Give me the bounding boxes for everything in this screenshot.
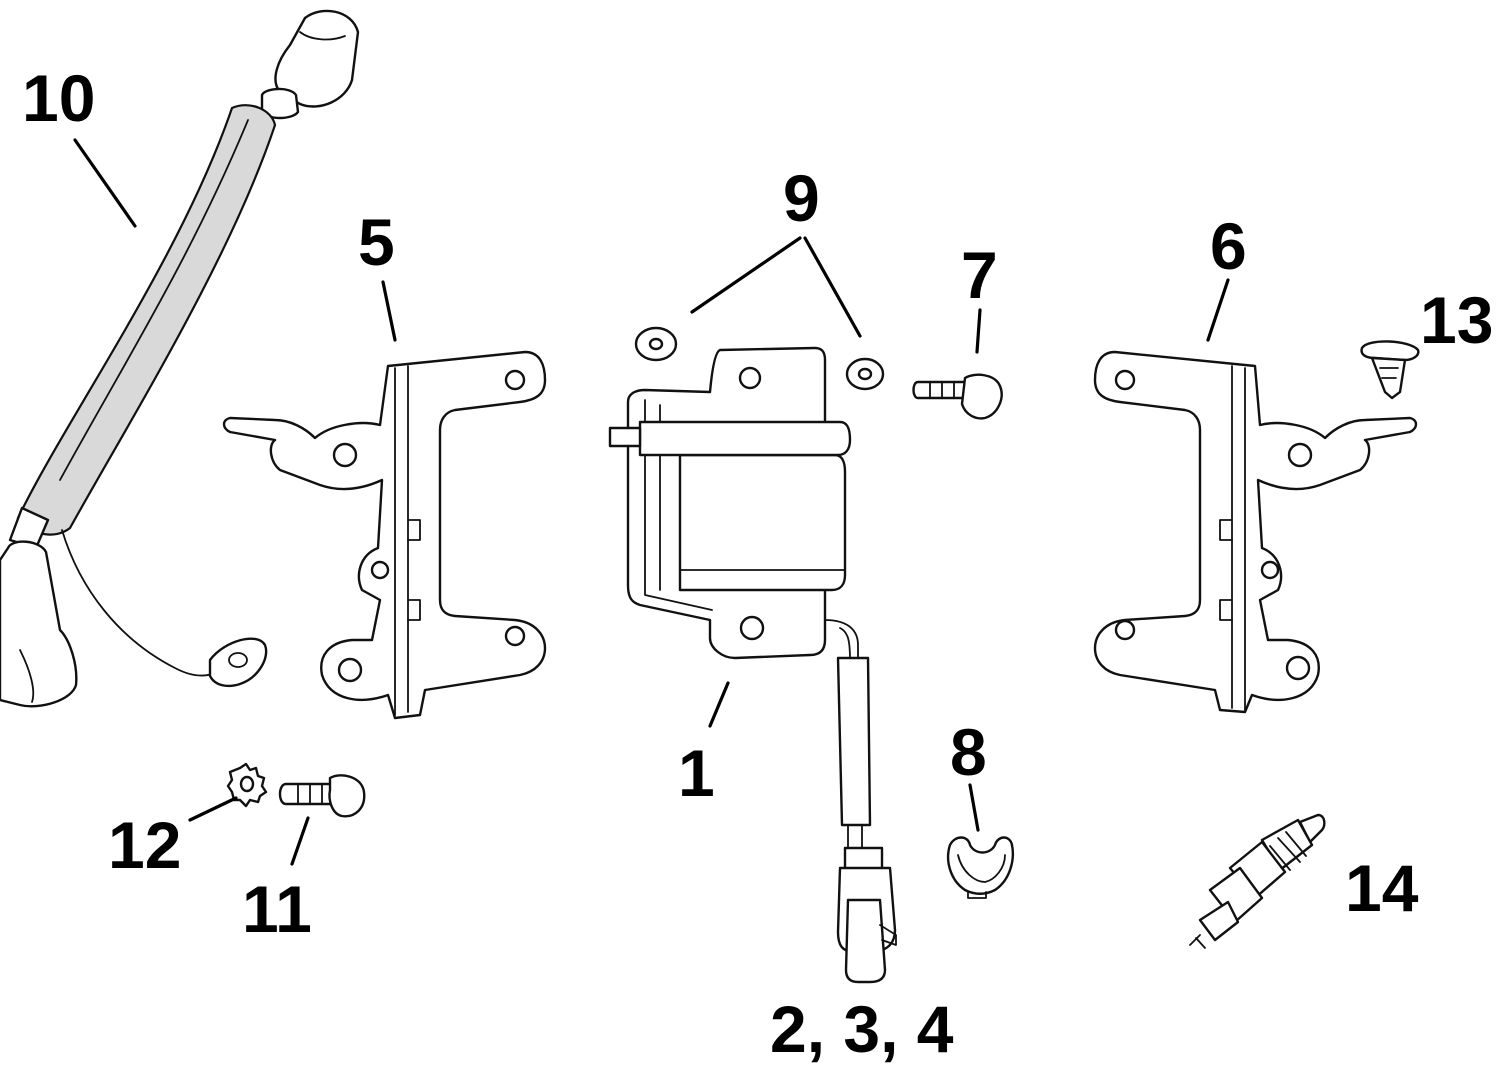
callout-10: 10	[22, 61, 95, 135]
ignition-coil	[608, 346, 897, 984]
left-mounting-bracket	[222, 350, 547, 720]
callout-11: 11	[242, 872, 312, 946]
spark-plug	[1189, 813, 1326, 949]
callout-7: 7	[961, 238, 998, 312]
bolt-small	[278, 774, 366, 818]
callout-13: 13	[1420, 283, 1493, 357]
callout-6: 6	[1210, 209, 1247, 283]
push-clip	[1360, 340, 1420, 400]
right-mounting-bracket	[1093, 350, 1418, 714]
callout-5: 5	[358, 205, 395, 279]
callout-12: 12	[108, 808, 181, 882]
callout-14: 14	[1345, 851, 1419, 925]
callout-8: 8	[950, 715, 987, 789]
lock-washer	[226, 762, 268, 808]
bolt	[912, 373, 1003, 420]
callout-9: 9	[783, 161, 820, 235]
wire-clip	[946, 836, 1014, 899]
spark-plug-lead	[0, 9, 360, 708]
washers	[634, 326, 885, 391]
callout-1: 1	[678, 736, 715, 810]
callout-2-3-4: 2, 3, 4	[770, 992, 954, 1066]
callout-labels: 10 5 9 7 6 13 1 8 12 11 14 2, 3, 4	[22, 61, 1493, 1066]
leader-lines	[73, 138, 1230, 866]
